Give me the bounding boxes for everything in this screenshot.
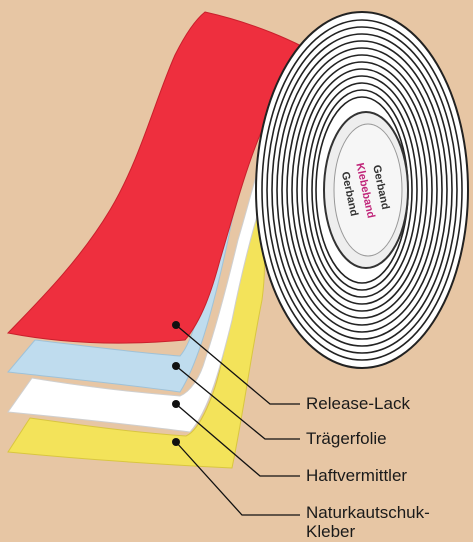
label-release-lack: Release-Lack <box>306 394 410 414</box>
label-traegerfolie: Trägerfolie <box>306 429 387 449</box>
label-naturkautschuk-line2: Kleber <box>306 522 355 542</box>
label-naturkautschuk-line1: Naturkautschuk- <box>306 503 430 523</box>
label-haftvermittler: Haftvermittler <box>306 466 407 486</box>
